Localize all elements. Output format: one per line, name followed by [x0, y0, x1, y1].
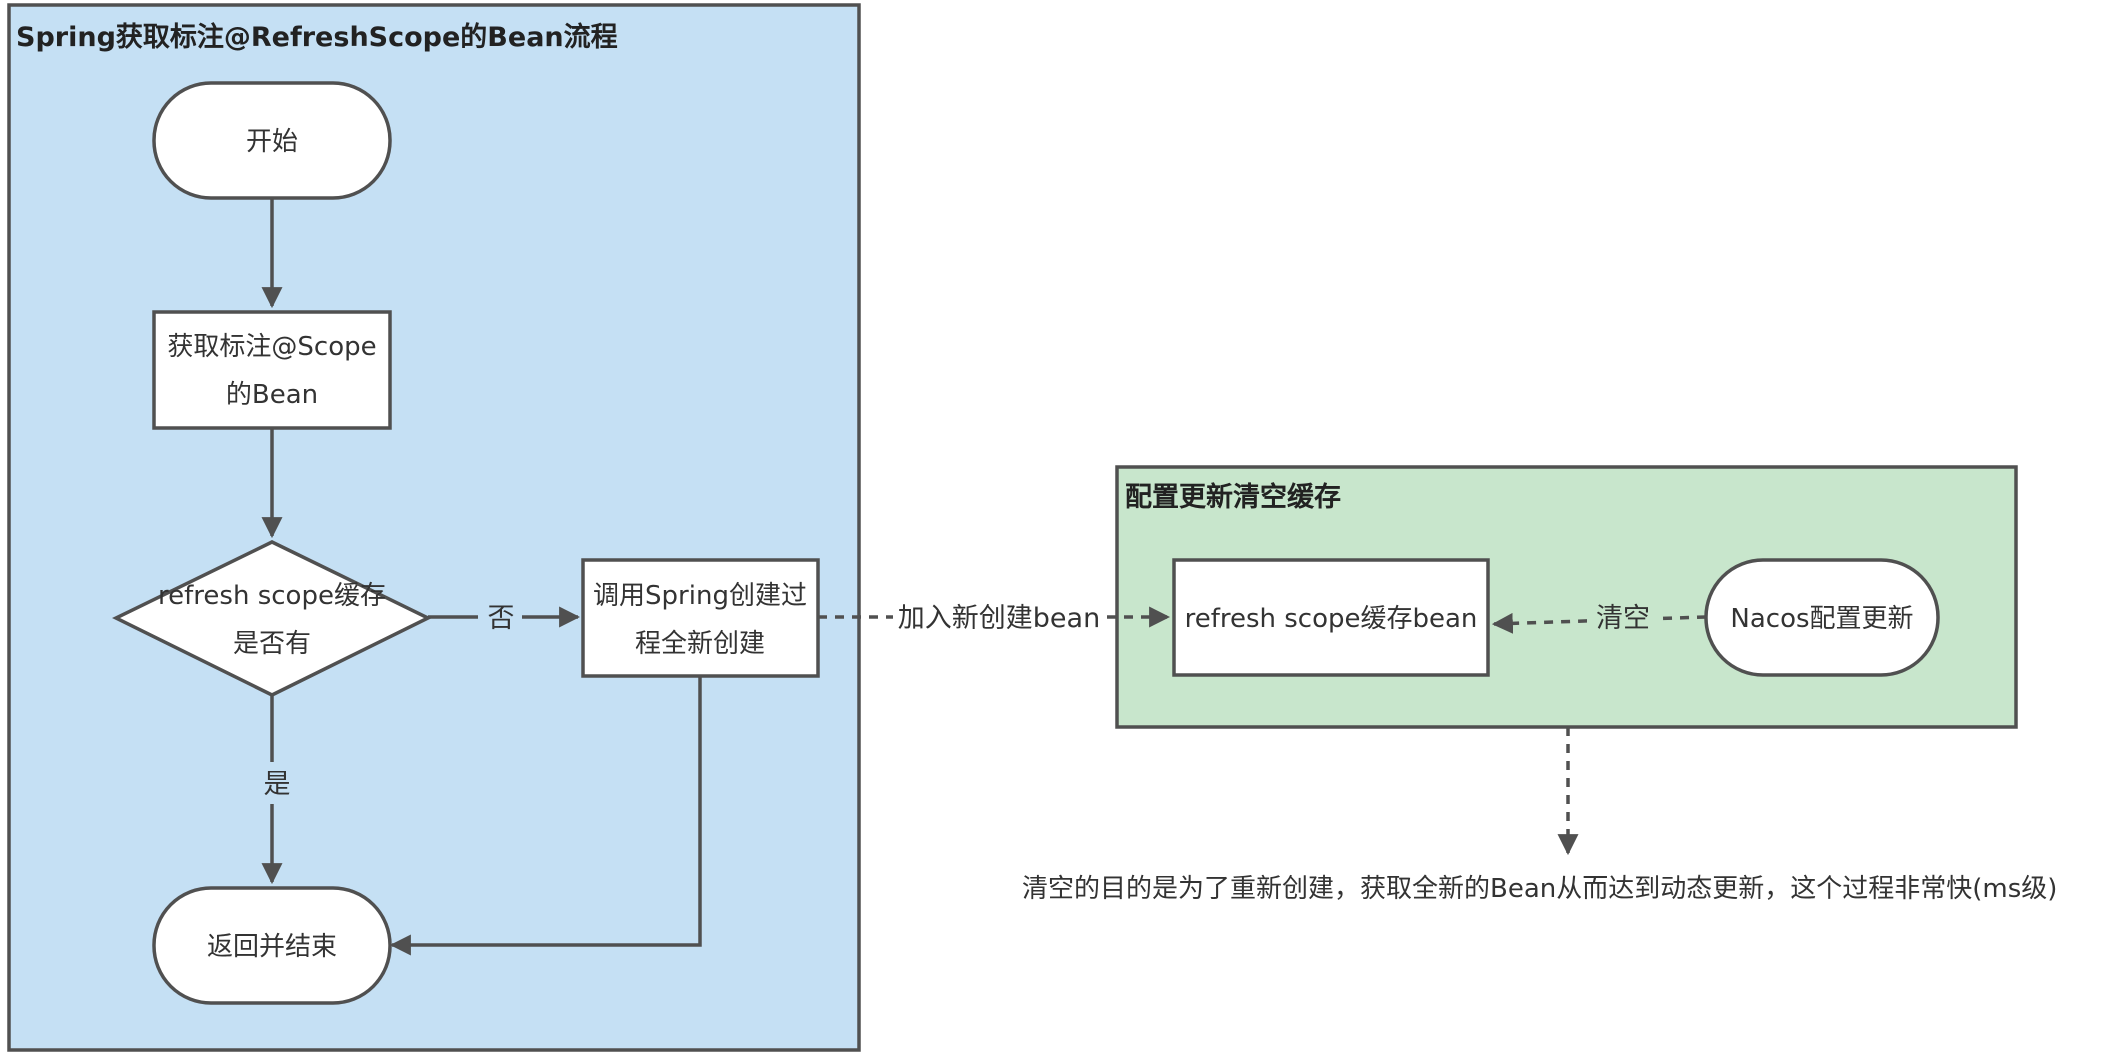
- node-decision-shape: [112, 540, 432, 697]
- left-container: Spring获取标注@RefreshScope的Bean流程: [7, 3, 861, 1052]
- node-create-new: 调用Spring创建过 程全新创建: [581, 558, 820, 678]
- left-container-box: [7, 3, 861, 1052]
- node-cache-bean-label: refresh scope缓存bean: [1185, 604, 1478, 634]
- node-end-label: 返回并结束: [207, 932, 337, 962]
- edge-label-add-new-bean: 加入新创建bean: [898, 603, 1100, 634]
- node-create-new-shape: [581, 558, 820, 678]
- node-end: 返回并结束: [152, 886, 392, 1005]
- node-start-label: 开始: [246, 127, 298, 157]
- edge-label-no: 否: [488, 603, 515, 634]
- node-decision: refresh scope缓存 是否有: [112, 540, 432, 697]
- node-end-shape: [152, 886, 392, 1005]
- node-nacos-update: Nacos配置更新: [1704, 558, 1940, 677]
- right-container-title: 配置更新清空缓存: [1125, 481, 1341, 513]
- node-get-bean-shape: [152, 310, 392, 430]
- node-get-bean: 获取标注@Scope 的Bean: [152, 310, 392, 430]
- note-text: 清空的目的是为了重新创建，获取全新的Bean从而达到动态更新，这个过程非常快(m…: [1022, 874, 2057, 904]
- node-get-bean-line2: 的Bean: [226, 380, 318, 410]
- node-nacos-update-label: Nacos配置更新: [1730, 604, 1913, 634]
- node-create-new-line2: 程全新创建: [635, 629, 765, 659]
- node-cache-bean: refresh scope缓存bean: [1172, 558, 1490, 677]
- left-container-title: Spring获取标注@RefreshScope的Bean流程: [16, 21, 618, 53]
- node-create-new-line1: 调用Spring创建过: [593, 581, 807, 611]
- node-decision-line2: 是否有: [233, 629, 311, 659]
- node-decision-line1: refresh scope缓存: [158, 581, 386, 611]
- edge-label-clear: 清空: [1596, 603, 1650, 634]
- node-get-bean-line1: 获取标注@Scope: [167, 332, 376, 362]
- node-start: 开始: [152, 81, 392, 200]
- node-nacos-update-shape: [1704, 558, 1940, 677]
- node-cache-bean-shape: [1172, 558, 1490, 677]
- edge-label-yes: 是: [264, 769, 291, 800]
- edge-labels: 否 是 加入新创建bean 清空: [250, 598, 1659, 804]
- node-start-shape: [152, 81, 392, 200]
- edge-create-new-to-end: [389, 676, 702, 956]
